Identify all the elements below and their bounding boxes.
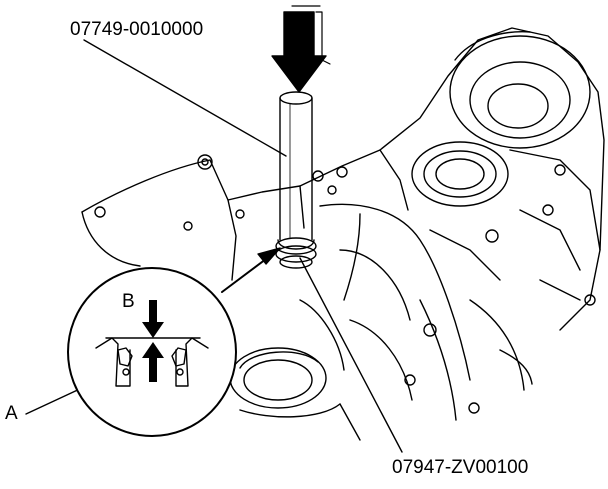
tool-number-driver: 07749-0010000 — [70, 19, 204, 40]
tool-number-attachment: 07947-ZV00100 — [392, 457, 529, 478]
callout-b: B — [122, 291, 135, 312]
up-arrow-icon — [142, 342, 164, 382]
detail-circle — [67, 267, 237, 437]
down-arrow-icon — [142, 300, 164, 338]
leader-lines — [25, 39, 403, 453]
down-arrow-icon — [271, 5, 331, 93]
callout-a: A — [5, 403, 18, 424]
driver-tool — [275, 91, 317, 269]
